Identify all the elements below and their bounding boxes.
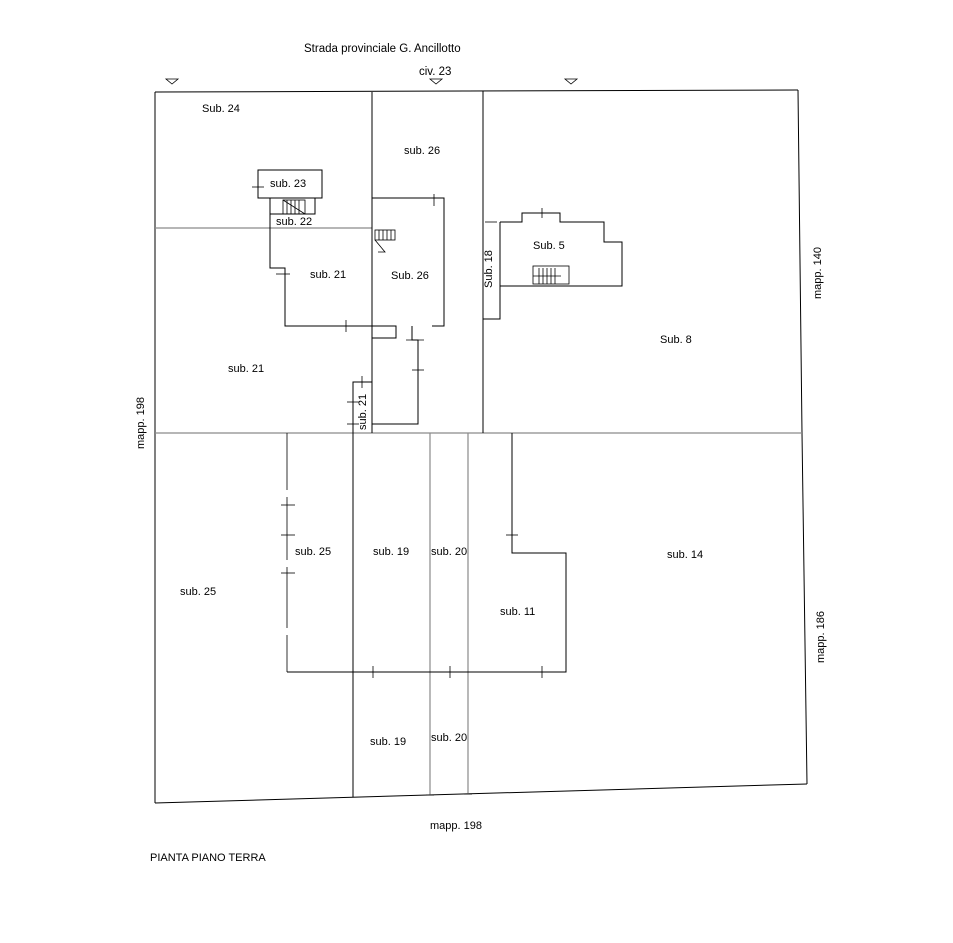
unit-sub23: sub. 23 bbox=[270, 178, 306, 190]
unit-sub21-vertical: sub. 21 bbox=[357, 394, 369, 430]
unit-sub22: sub. 22 bbox=[276, 216, 312, 228]
grey-division-lines bbox=[155, 227, 802, 434]
unit-sub26-inner: Sub. 26 bbox=[391, 270, 429, 282]
unit-sub19-mid: sub. 19 bbox=[373, 546, 409, 558]
unit-sub21-small: sub. 21 bbox=[310, 269, 346, 281]
unit-sub25-outer: sub. 25 bbox=[180, 586, 216, 598]
unit-sub24: Sub. 24 bbox=[202, 103, 240, 115]
stair-sub22 bbox=[282, 199, 306, 215]
unit-sub19-bottom: sub. 19 bbox=[370, 736, 406, 748]
unit-sub26-top: sub. 26 bbox=[404, 145, 440, 157]
sub25-inner-wall bbox=[281, 433, 295, 672]
unit-sub14: sub. 14 bbox=[667, 549, 703, 561]
unit-sub11: sub. 11 bbox=[500, 606, 535, 618]
outer-boundary bbox=[154, 89, 808, 804]
upper-walls bbox=[371, 91, 484, 433]
neighbor-right-bottom-label: mapp. 186 bbox=[815, 611, 827, 663]
unit-sub8: Sub. 8 bbox=[660, 334, 692, 346]
sub11-walls bbox=[287, 433, 567, 678]
unit-sub20-bottom: sub. 20 bbox=[431, 732, 467, 744]
civic-number-label: civ. 23 bbox=[419, 66, 451, 78]
lower-walls bbox=[352, 433, 472, 797]
sub21-vertical-strip bbox=[347, 376, 372, 433]
unit-sub21-large: sub. 21 bbox=[228, 363, 264, 375]
sub18-strip bbox=[483, 221, 501, 320]
unit-sub25-inner: sub. 25 bbox=[295, 546, 331, 558]
neighbor-right-top-label: mapp. 140 bbox=[812, 247, 824, 299]
unit-sub18: Sub. 18 bbox=[483, 250, 495, 288]
neighbor-bottom-label: mapp. 198 bbox=[430, 820, 482, 832]
neighbor-left-label: mapp. 198 bbox=[135, 397, 147, 449]
unit-sub20-mid: sub. 20 bbox=[431, 546, 467, 558]
entrance-markers bbox=[164, 78, 579, 85]
street-label: Strada provinciale G. Ancillotto bbox=[304, 43, 461, 55]
sub21-small-walls bbox=[269, 228, 397, 339]
unit-sub5: Sub. 5 bbox=[533, 240, 565, 252]
plan-title: PIANTA PIANO TERRA bbox=[150, 852, 266, 864]
sub5-walls bbox=[500, 208, 623, 287]
sub26-inner-walls bbox=[372, 194, 445, 425]
